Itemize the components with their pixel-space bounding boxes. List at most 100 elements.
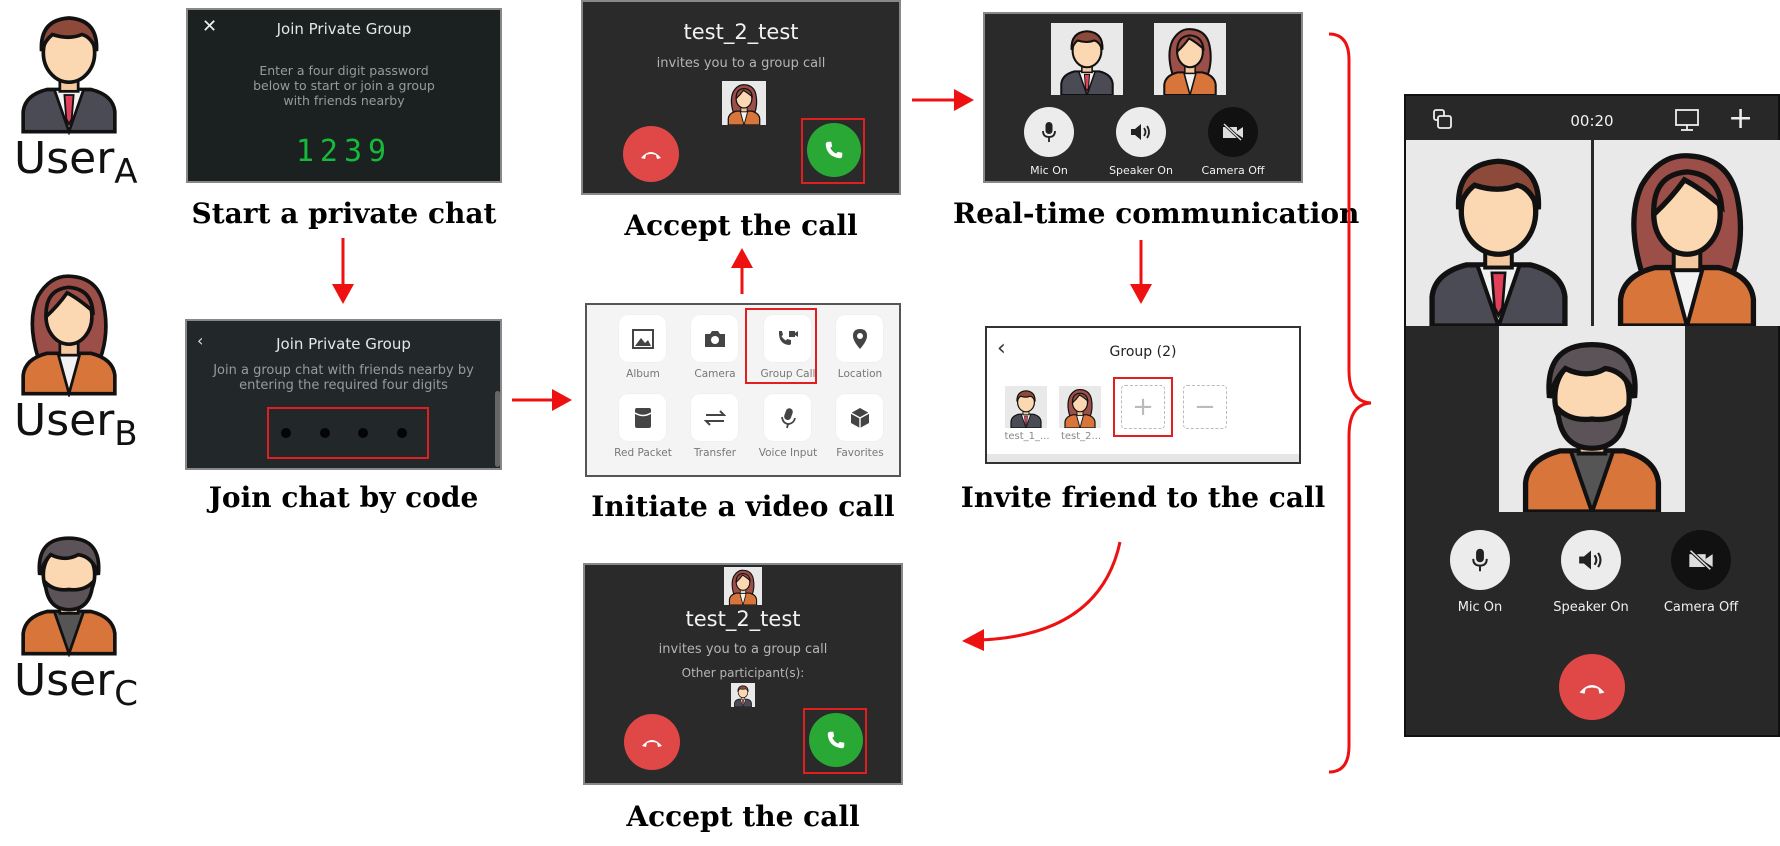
hang-up-button[interactable] (1559, 654, 1625, 720)
menu-item-transfer[interactable]: Transfer (675, 394, 755, 459)
join-group-text-a: Enter a four digit password below to sta… (253, 63, 435, 108)
camera-off-icon (1222, 123, 1243, 141)
screen-share-icon[interactable] (1674, 108, 1700, 132)
member-name-1: test_1_... (1004, 431, 1050, 442)
user-b-avatar (14, 262, 124, 397)
menu-label-transfer: Transfer (693, 447, 737, 459)
participant-b-video (1154, 23, 1226, 95)
curly-brace (1328, 32, 1372, 774)
incoming-call-screen-top: test_2_test invites you to a group call (581, 0, 901, 195)
password-digits: 1239 (295, 134, 393, 169)
participant-a-video (1051, 23, 1123, 95)
member-avatar-2[interactable] (1059, 386, 1101, 428)
speaker-icon (1579, 550, 1602, 570)
location-pin-icon (852, 328, 867, 349)
microphone-icon (1042, 122, 1056, 142)
code-dot (358, 428, 369, 438)
call-timer: 00:20 (1570, 112, 1614, 130)
menu-label-location: Location (837, 368, 883, 380)
remove-member-button[interactable]: − (1183, 385, 1227, 429)
member-avatar-1[interactable] (1005, 386, 1047, 428)
chat-function-menu: Album Camera Group Call Location Red Pac… (585, 303, 901, 477)
menu-label-favorites: Favorites (836, 447, 884, 459)
group-title: Group (2) (1109, 344, 1177, 360)
phone-icon (827, 731, 845, 749)
user-b-label: UserB (14, 395, 138, 454)
accept-button[interactable] (807, 123, 861, 177)
mic-button[interactable] (1024, 107, 1074, 157)
code-dot (281, 428, 291, 438)
invite-text-bottom: invites you to a group call (658, 642, 828, 657)
join-group-text-b: Join a group chat with friends nearby by… (213, 363, 474, 394)
camera-button[interactable] (1208, 107, 1258, 157)
camera-icon (704, 330, 725, 347)
user-c-avatar (14, 522, 124, 657)
back-chevron-icon[interactable]: ‹ (997, 336, 1006, 361)
caller-name-top: test_2_test (683, 20, 799, 44)
other-participants-label: Other participant(s): (681, 666, 805, 680)
code-dot (396, 428, 407, 438)
phone-camera-label: Camera Off (1663, 600, 1739, 615)
caller-avatar-bottom (724, 567, 762, 605)
hang-up-icon (1579, 684, 1605, 694)
accept-button[interactable] (809, 713, 863, 767)
phone-call-screen: 00:20 + Mic On Speaker On Camera Off (1404, 94, 1780, 737)
minimize-window-icon[interactable] (1432, 108, 1454, 130)
add-participant-icon[interactable]: + (1728, 101, 1754, 136)
menu-item-favorites[interactable]: Favorites (820, 394, 900, 459)
user-c: UserC (14, 522, 138, 711)
accept-highlight-bottom (803, 708, 867, 774)
speaker-label: Speaker On (1109, 164, 1173, 177)
scrollbar[interactable] (495, 391, 500, 467)
menu-label-album: Album (626, 368, 660, 380)
decline-button[interactable] (623, 126, 679, 182)
menu-item-album[interactable]: Album (603, 315, 683, 380)
code-entry-field[interactable] (267, 407, 429, 459)
phone-icon (825, 141, 843, 159)
video-tile-user-c (1499, 326, 1685, 512)
join-group-title-a: Join Private Group (276, 20, 412, 38)
caption-initiate-video-call: Initiate a video call (591, 490, 895, 523)
menu-label-red-packet: Red Packet (614, 447, 672, 459)
member-name-2: test_2... (1060, 431, 1102, 442)
menu-item-group-call[interactable]: Group Call (748, 315, 828, 380)
chevron-left-icon[interactable]: ‹ (197, 331, 204, 350)
transfer-icon (703, 409, 726, 426)
minus-icon: − (1194, 392, 1216, 422)
caller-avatar-top (722, 81, 766, 125)
add-member-button[interactable]: + (1121, 385, 1165, 429)
caption-accept-call-bottom: Accept the call (626, 800, 860, 833)
menu-item-location[interactable]: Location (820, 315, 900, 380)
menu-item-voice-input[interactable]: Voice Input (748, 394, 828, 459)
phone-speaker-button[interactable] (1561, 530, 1621, 590)
decline-button[interactable] (624, 714, 680, 770)
realtime-call-screen: Mic On Speaker On Camera Off (983, 12, 1303, 183)
user-a: UserA (14, 0, 138, 189)
user-c-label: UserC (14, 655, 139, 714)
join-group-screen-a: ✕ Join Private Group Enter a four digit … (186, 8, 502, 183)
menu-item-red-packet[interactable]: Red Packet (603, 394, 683, 459)
caption-realtime-communication: Real-time communication (953, 197, 1360, 230)
join-group-screen-b: ‹ Join Private Group Join a group chat w… (185, 319, 502, 470)
close-icon[interactable]: ✕ (202, 16, 218, 37)
microphone-icon (780, 407, 796, 428)
hang-up-icon (642, 740, 662, 747)
red-packet-icon (634, 407, 651, 428)
caption-accept-call-top: Accept the call (624, 209, 858, 242)
menu-label-camera: Camera (694, 368, 736, 380)
video-call-icon (778, 330, 798, 345)
group-members-screen: ‹ Group (2) test_1_... test_2... + − (985, 326, 1301, 464)
curved-arrow (962, 541, 1122, 651)
mic-label: Mic On (1030, 164, 1068, 177)
cube-icon (850, 407, 869, 428)
video-tile-user-a (1406, 140, 1591, 326)
hang-up-icon (641, 152, 661, 159)
incoming-call-screen-bottom: test_2_test invites you to a group call … (583, 563, 903, 785)
menu-item-camera[interactable]: Camera (675, 315, 755, 380)
caller-name-bottom: test_2_test (685, 607, 801, 631)
image-icon (631, 328, 654, 349)
phone-camera-button[interactable] (1671, 530, 1731, 590)
phone-mic-button[interactable] (1450, 530, 1510, 590)
speaker-button[interactable] (1116, 107, 1166, 157)
add-member-highlight (1113, 377, 1173, 437)
